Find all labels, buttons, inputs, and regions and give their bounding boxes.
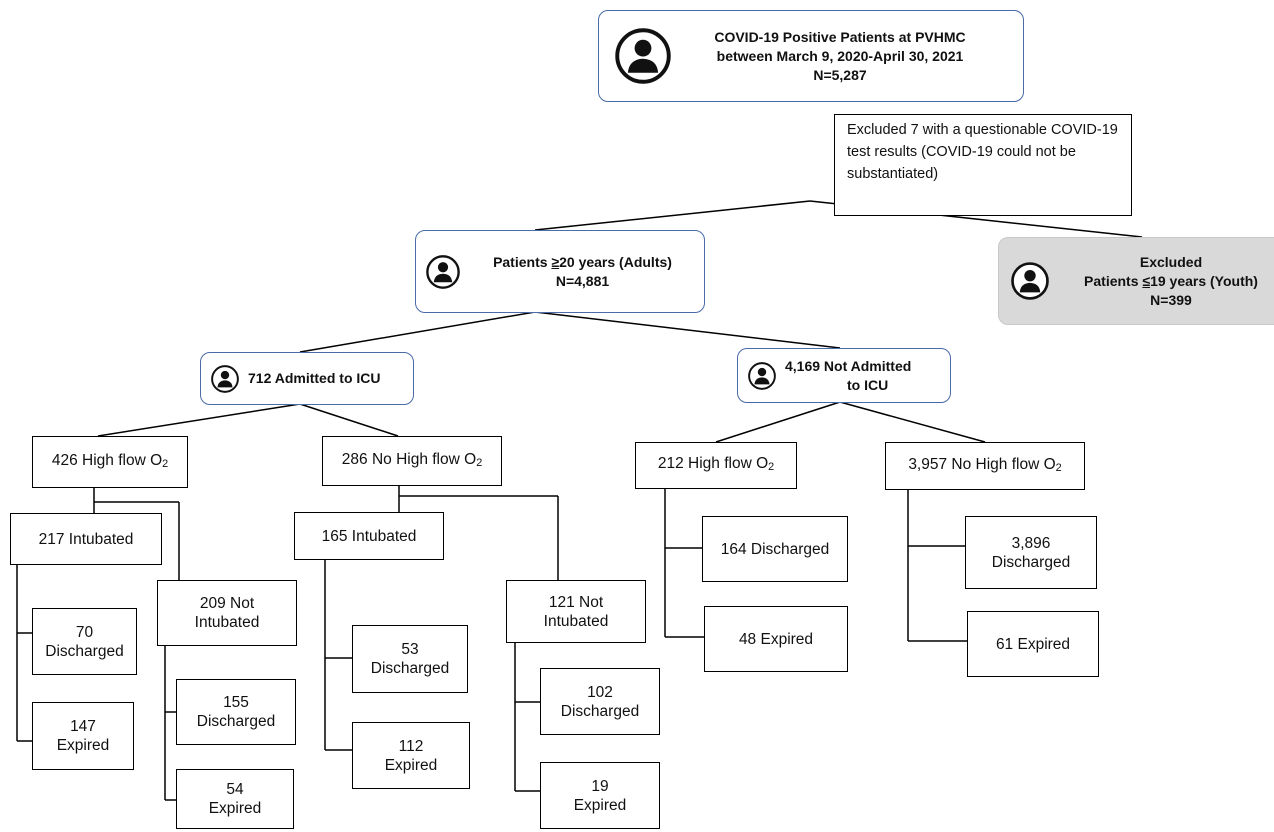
total-title-line2: between March 9, 2020-April 30, 2021 [716, 47, 964, 64]
excluded-test-text: Excluded 7 with a questionable COVID-19 … [847, 122, 1118, 182]
connector-top-to-adults [534, 200, 811, 231]
icu-label: 712 Admitted to ICU [248, 370, 381, 386]
connector-icu-to-nhf [299, 403, 399, 437]
person-icon [426, 254, 460, 289]
youth-title: Excluded [1139, 253, 1203, 270]
connector-icu-to-hf [97, 403, 301, 437]
icu-high-flow-box: 426 High flow O2 [32, 436, 188, 488]
connector-non-icu-to-hf [715, 401, 841, 443]
total-title-line1: COVID-19 Positive Patients at PVHMC [714, 28, 966, 45]
non-icu-line2: to ICU [847, 376, 889, 393]
non-icu-line1: 4,169 Not Admitted [785, 357, 912, 374]
excluded-test-box: Excluded 7 with a questionable COVID-19 … [834, 114, 1132, 216]
connector-adults-to-non-icu [534, 311, 841, 349]
non-icu-nhf-expired-box: 61 Expired [967, 611, 1099, 677]
person-icon [748, 361, 776, 390]
hf-intubated-box: 217 Intubated [10, 513, 162, 565]
person-icon [615, 28, 671, 84]
adults-count: N=4,881 [555, 272, 610, 289]
adults-title: Patients ≥20 years (Adults) [493, 253, 672, 270]
adults-box: Patients ≥20 years (Adults) N=4,881 [415, 230, 705, 313]
non-icu-no-high-flow-box: 3,957 No High flow O2 [885, 442, 1085, 490]
youth-label: Patients ≤19 years (Youth) [1084, 272, 1258, 289]
youth-count: N=399 [1150, 291, 1192, 308]
icu-no-high-flow-box: 286 No High flow O2 [322, 436, 502, 486]
youth-excluded-box: Excluded Patients ≤19 years (Youth) N=39… [998, 237, 1274, 325]
non-icu-hf-expired-box: 48 Expired [704, 606, 848, 672]
non-icu-hf-discharged-box: 164 Discharged [702, 516, 848, 582]
non-icu-box: 4,169 Not Admitted to ICU [737, 348, 951, 403]
person-icon [1011, 262, 1049, 300]
nhf-intubated-box: 165 Intubated [294, 512, 444, 560]
non-icu-high-flow-box: 212 High flow O2 [635, 442, 797, 489]
total-count: N=5,287 [813, 66, 867, 83]
person-icon [211, 364, 239, 393]
total-patients-box: COVID-19 Positive Patients at PVHMC betw… [598, 10, 1024, 102]
connector-adults-to-icu [299, 311, 536, 353]
connector-non-icu-to-nhf [839, 401, 986, 443]
icu-box: 712 Admitted to ICU [200, 352, 414, 405]
